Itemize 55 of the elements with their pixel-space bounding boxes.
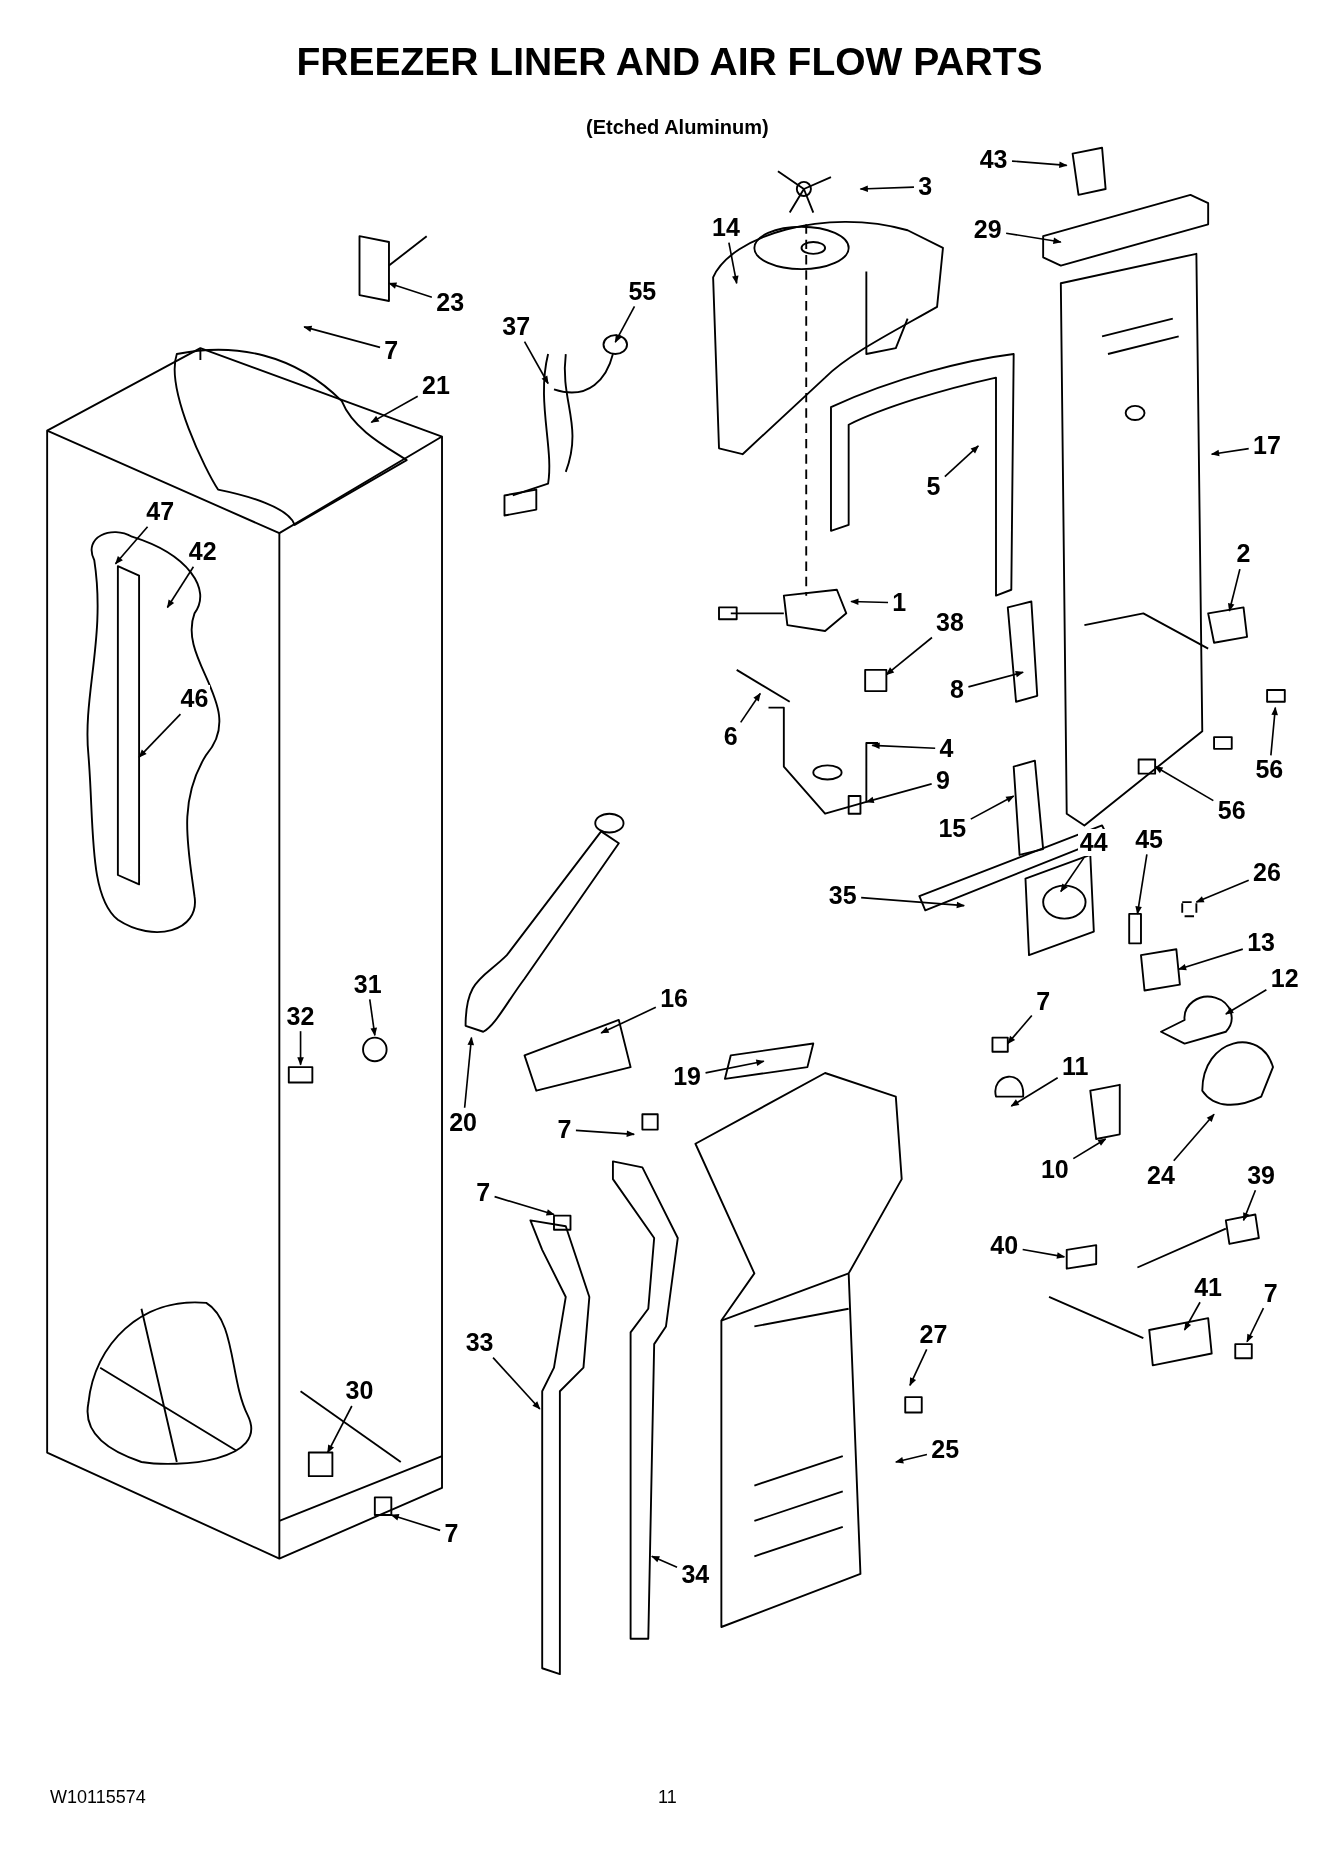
leader-line — [297, 1030, 304, 1066]
leader-line — [1270, 706, 1278, 757]
leader-line — [1072, 1138, 1107, 1160]
leader-line — [1135, 853, 1148, 915]
leader-line — [1172, 1113, 1215, 1162]
leader-line — [370, 395, 419, 424]
leader-line — [865, 783, 933, 804]
leader-line — [895, 1453, 928, 1464]
leader-line — [614, 305, 636, 344]
leader-line — [326, 1405, 353, 1454]
leader-line — [493, 1195, 555, 1216]
leader-line — [303, 325, 381, 349]
leader-line — [492, 1356, 541, 1410]
leader-line — [967, 671, 1024, 688]
leader-line — [1246, 1307, 1265, 1343]
leader-line — [739, 692, 762, 724]
leader-line — [909, 1348, 928, 1387]
leader-line — [1242, 1189, 1257, 1222]
leader-line — [859, 185, 915, 193]
leader-line — [114, 525, 149, 565]
leader-line — [523, 340, 549, 385]
leader-line — [138, 713, 182, 758]
leader-line — [1225, 988, 1268, 1015]
leader-line — [166, 565, 195, 609]
leader-line — [463, 1036, 475, 1109]
leader-line — [1177, 948, 1244, 971]
leader-line — [1228, 568, 1241, 612]
leader-line — [1005, 232, 1062, 245]
leader-line — [1011, 160, 1068, 169]
document-number: W10115574 — [50, 1787, 146, 1808]
leader-line — [944, 445, 980, 478]
leader-line — [728, 241, 739, 285]
leader-line — [1060, 857, 1085, 893]
leader-line — [860, 896, 965, 909]
callout-number: 44 — [1077, 829, 1110, 857]
leader-line — [969, 795, 1015, 820]
leader-line — [368, 998, 378, 1037]
leader-line — [871, 742, 936, 750]
title: FREEZER LINER AND AIR FLOW PARTS — [295, 40, 1044, 84]
leader-line — [1195, 879, 1250, 903]
leader-line — [1154, 765, 1215, 802]
leader-line — [1021, 1248, 1066, 1259]
leader-line — [390, 1514, 441, 1532]
leader-line — [885, 636, 933, 676]
leader-line — [1010, 1076, 1059, 1107]
leader-line — [1006, 1014, 1033, 1045]
leader-line — [850, 598, 889, 606]
leader-line — [600, 1006, 657, 1034]
leader-line — [575, 1129, 635, 1138]
leader-line — [651, 1555, 678, 1569]
subtitle: (Etched Aluminum) — [586, 116, 769, 139]
leader-line — [388, 282, 433, 299]
leader-line — [1210, 447, 1250, 457]
page-number: 11 — [658, 1787, 677, 1808]
leader-line — [1183, 1301, 1201, 1331]
